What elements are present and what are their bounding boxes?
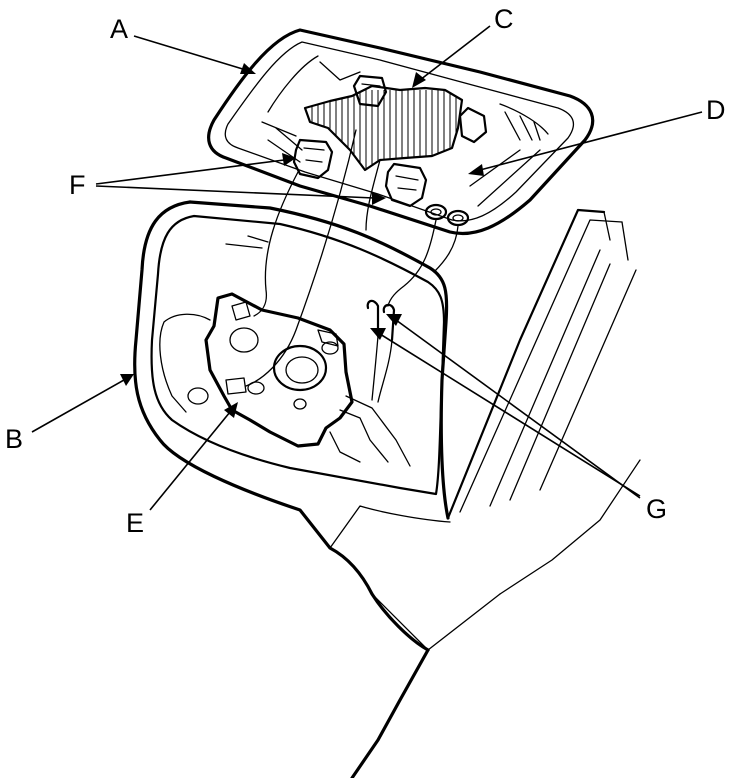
glass-clip-right: [458, 106, 488, 144]
leader-f: [95, 153, 386, 205]
glass-terminals: [424, 203, 470, 227]
connecting-wires: [245, 129, 459, 387]
mirror-glass-holder: [207, 28, 595, 236]
leader-c: [412, 25, 491, 88]
glass-clip-lower: [384, 162, 428, 208]
callout-a-label: A: [110, 14, 129, 44]
mirror-housing: [133, 200, 451, 652]
leader-a: [133, 35, 256, 74]
leader-d: [468, 111, 703, 176]
callout-c-label: C: [494, 4, 514, 34]
callout-b-label: B: [5, 424, 24, 454]
callout-f-label: F: [69, 170, 86, 200]
glass-clip-top: [352, 74, 388, 108]
mirror-heater: [303, 84, 464, 172]
leader-e: [149, 402, 238, 511]
leader-g: [370, 314, 641, 499]
leader-b: [31, 374, 134, 433]
callout-g-label: G: [646, 494, 668, 524]
connector-terminals: [366, 299, 396, 403]
mirror-motor: [159, 292, 411, 467]
glass-clip-upper: [292, 138, 334, 180]
callout-e-label: E: [126, 508, 145, 538]
callout-d-label: D: [706, 95, 726, 125]
door-frame: [350, 208, 641, 778]
